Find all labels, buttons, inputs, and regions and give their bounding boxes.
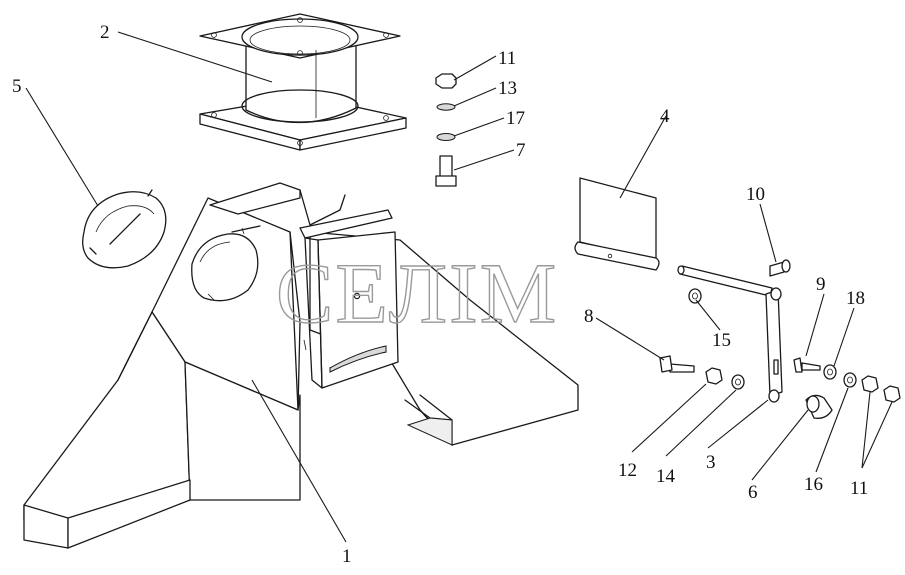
callout-5: 5 (12, 76, 22, 97)
callout-11-bottom: 11 (850, 478, 868, 499)
callout-15: 15 (712, 330, 731, 351)
part-4-flap (574, 177, 660, 271)
callout-11-top: 11 (498, 48, 516, 69)
callout-4: 4 (660, 106, 670, 127)
callout-7: 7 (516, 140, 526, 161)
callout-3: 3 (706, 452, 716, 473)
fasteners-upper (435, 73, 457, 187)
watermark: СЕЛІМ (276, 245, 558, 341)
callout-16: 16 (804, 474, 823, 495)
part-2-duct (199, 13, 407, 151)
callout-18: 18 (846, 288, 865, 309)
callout-labels: 1 2 3 4 5 6 7 8 9 10 11 11 12 13 14 15 1… (12, 22, 868, 567)
callout-14: 14 (656, 466, 676, 487)
leader-lines (25, 31, 893, 543)
callout-13: 13 (498, 78, 517, 99)
callout-1: 1 (342, 546, 352, 567)
callout-8: 8 (584, 306, 594, 327)
part-3-lever-and-shaft (659, 259, 901, 419)
callout-12: 12 (618, 460, 637, 481)
callout-6: 6 (748, 482, 758, 503)
callout-17: 17 (506, 108, 525, 129)
callout-10: 10 (746, 184, 765, 205)
callout-9: 9 (816, 274, 826, 295)
callout-2: 2 (100, 22, 110, 43)
part-1-housing (23, 182, 579, 549)
part-5-cover (82, 189, 167, 269)
